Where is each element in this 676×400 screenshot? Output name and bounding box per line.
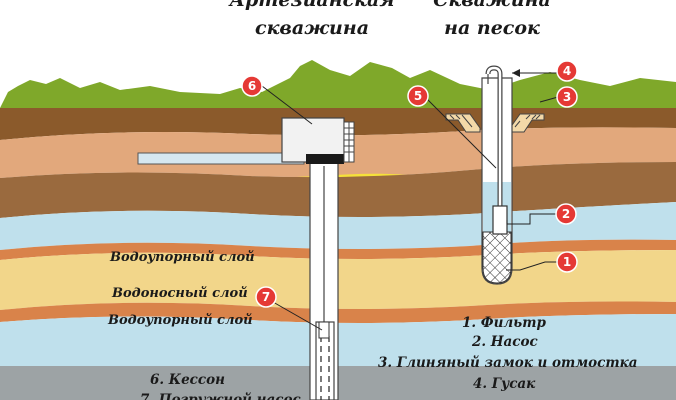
label-aquiclude-top: Водоупорный слой: [109, 250, 255, 265]
legend-item-2: 2. Насос: [471, 334, 538, 350]
apron-hatch: [449, 114, 541, 128]
legend-item-4: 4. Гусак: [473, 376, 536, 392]
caisson-base: [306, 154, 344, 164]
label-aquifer: Водоносный слой: [111, 286, 248, 301]
badge-2-label: 2: [562, 207, 570, 221]
badge-6: 6: [241, 75, 263, 97]
title-sand-line1: Скважина: [433, 0, 551, 11]
badge-4-label: 4: [563, 64, 571, 78]
badge-6-label: 6: [248, 79, 256, 93]
leader-2: [506, 213, 556, 225]
badge-3: 3: [556, 86, 578, 108]
badge-2: 2: [555, 203, 577, 225]
leader-lines: [261, 69, 559, 331]
badge-5-label: 5: [414, 89, 422, 103]
leader-1: [506, 261, 558, 271]
badge-1-label: 1: [563, 255, 571, 269]
leader-5: [425, 97, 497, 169]
gooseneck-pipe-inner: [486, 66, 502, 206]
leader-6: [261, 85, 313, 125]
sand-well-pump: [492, 205, 508, 235]
artesian-well: [137, 117, 355, 400]
title-artesian-line1: Артезианская: [228, 0, 395, 11]
badge-1: 1: [556, 251, 578, 273]
badge-3-label: 3: [563, 90, 571, 104]
outlet-pipe: [137, 152, 305, 165]
badge-7-label: 7: [262, 290, 270, 304]
submersible-pump: [318, 321, 330, 339]
leader-4-arrow: [512, 69, 520, 77]
legend-item-6: 6. Кессон: [150, 372, 225, 388]
legend-item-7: 7. Погружной насос: [140, 392, 301, 400]
badge-5: 5: [407, 85, 429, 107]
caisson-vent: [343, 121, 355, 163]
sand-well: [445, 65, 545, 285]
title-sand-line2: на песок: [444, 17, 540, 39]
leader-7: [265, 297, 323, 331]
leader-3: [539, 96, 559, 103]
label-aquiclude-bottom: Водоупорный слой: [107, 313, 253, 328]
legend-item-1: 1. Фильтр: [462, 315, 546, 331]
legend-item-3: 3. Глиняный замок и отмостка: [378, 355, 638, 371]
badge-7: 7: [255, 286, 277, 308]
title-artesian-line2: скважина: [255, 17, 369, 39]
badge-4: 4: [556, 60, 578, 82]
sand-well-filter: [482, 231, 512, 284]
